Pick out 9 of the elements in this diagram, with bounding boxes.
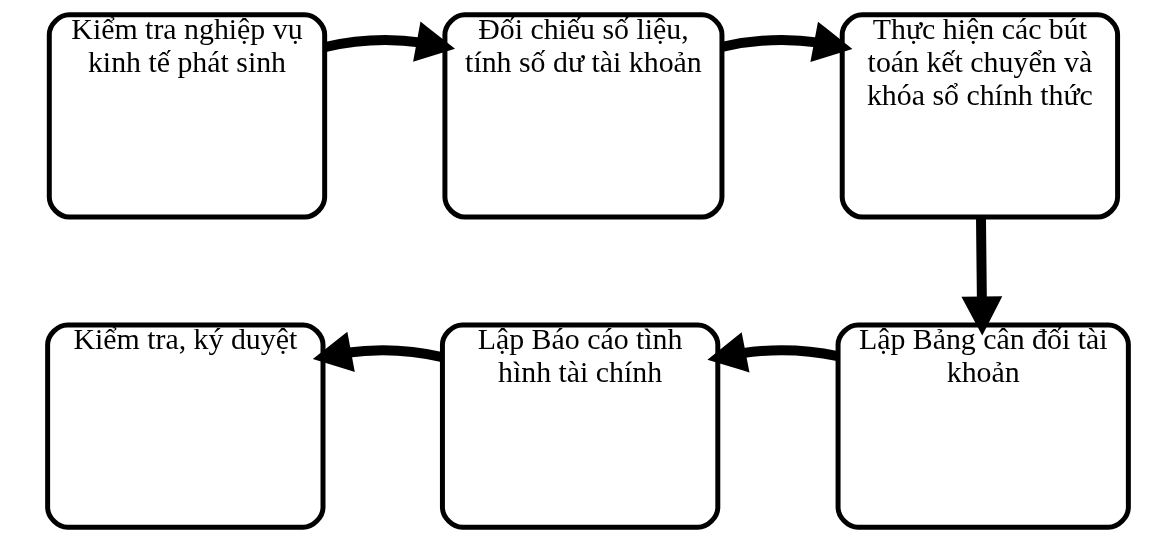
arrow [721, 21, 853, 62]
node-box: Kiểm tra nghiệp vụ kinh tế phát sinh [46, 12, 328, 220]
arrow [707, 332, 839, 373]
node-box: Thực hiện các bút toán kết chuyển và khóa sổ chính thức [839, 12, 1121, 220]
node-box: Kiểm tra, ký duyệt [45, 322, 326, 530]
arrow [961, 217, 1003, 336]
node-box: Lập Bảng cân đối tài khoản [835, 322, 1131, 530]
node-box: Đối chiếu số liệu, tính số dư tài khoản [442, 12, 725, 220]
node-box: Lập Báo cáo tình hình tài chính [439, 322, 721, 530]
